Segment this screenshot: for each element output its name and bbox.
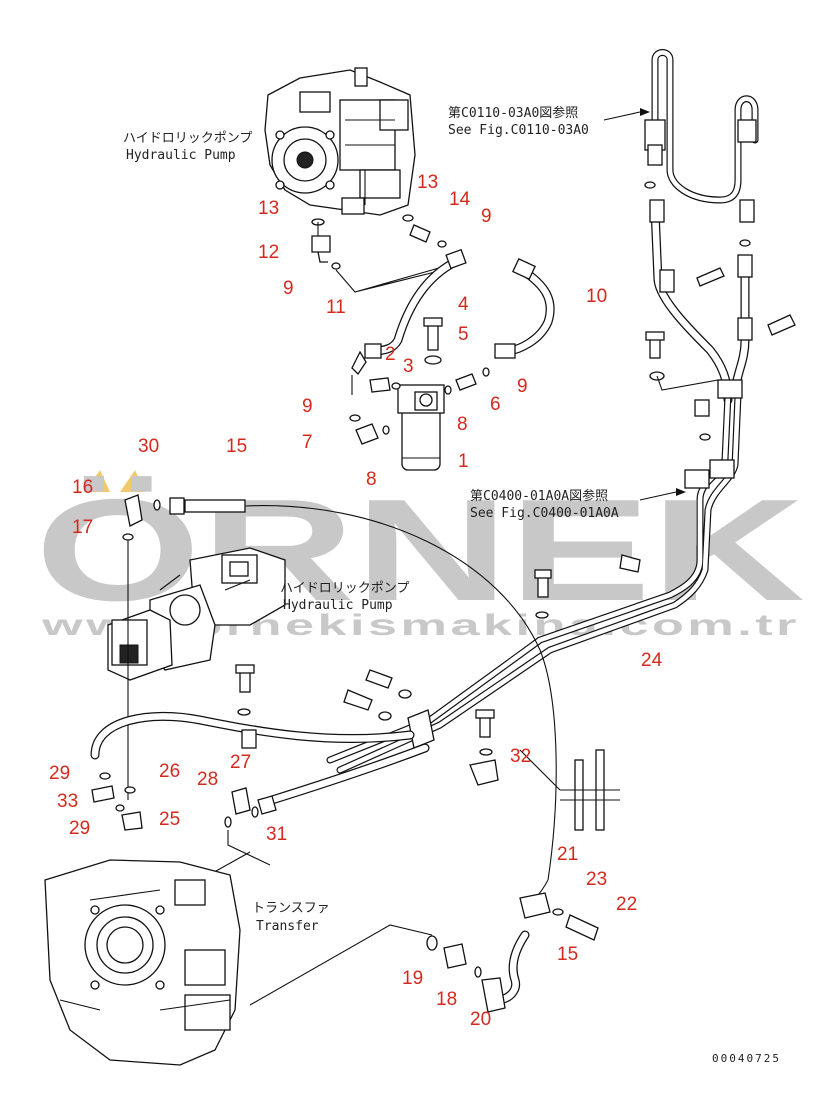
- callout-7: 7: [302, 432, 313, 453]
- callout-33: 33: [57, 791, 78, 812]
- callout-8b: 8: [366, 469, 377, 490]
- pump-mid-label-jp: ハイドロリックポンプ: [280, 581, 409, 596]
- ref-label-2-jp: 第C0400-01A0A図参照: [470, 488, 608, 504]
- hose-10-11: [351, 248, 555, 395]
- drawing-code: 00040725: [712, 1052, 781, 1065]
- pipes-right: [235, 49, 796, 786]
- callout-29a: 29: [49, 763, 70, 784]
- callout-21: 21: [557, 844, 578, 865]
- leader-right: [656, 375, 719, 391]
- callout-11: 11: [326, 297, 346, 318]
- callout-8a: 8: [457, 414, 468, 435]
- watermark-accent-right: [120, 470, 145, 492]
- callout-2: 2: [385, 344, 396, 365]
- callout-24: 24: [641, 650, 663, 671]
- callout-13a: 13: [258, 198, 279, 219]
- callout-5: 5: [458, 324, 469, 345]
- leader-lines-top: [317, 222, 461, 293]
- ref-label-2-en: See Fig.C0400-01A0A: [470, 506, 619, 521]
- pump-top-label-en: Hydraulic Pump: [126, 148, 236, 163]
- hose-left: [90, 711, 430, 881]
- pump-mid-label-en: Hydraulic Pump: [283, 598, 393, 613]
- callout-3: 3: [403, 356, 414, 377]
- watermark-accent-left: [85, 470, 110, 492]
- callout-31: 31: [266, 824, 287, 845]
- callout-17: 17: [72, 517, 93, 538]
- hose-15-bottom: [249, 879, 599, 1013]
- callout-12: 12: [258, 242, 279, 263]
- callout-20: 20: [470, 1009, 491, 1030]
- callout-9a: 9: [481, 206, 492, 227]
- clamp-bracket: [519, 749, 620, 831]
- hydraulic-pump-middle: [107, 547, 286, 681]
- ref-label-1-jp: 第C0110-03A0図参照: [448, 105, 578, 121]
- transfer-label-jp: トランスファ: [252, 901, 330, 916]
- callout-23: 23: [586, 869, 607, 890]
- hydraulic-pump-top: [264, 67, 416, 216]
- callout-18: 18: [436, 989, 457, 1010]
- callout-16: 16: [72, 477, 93, 498]
- callout-10: 10: [586, 286, 607, 307]
- callout-28: 28: [197, 769, 218, 790]
- ref-arrows: [603, 108, 686, 501]
- callout-27: 27: [230, 752, 251, 773]
- callout-26: 26: [159, 761, 180, 782]
- transfer-label-en: Transfer: [256, 919, 319, 934]
- callout-9d: 9: [517, 376, 528, 397]
- callouts: 1 2 3 4 5 6 7 8 8 9 9 9 9 10 11 12 13 13…: [49, 172, 663, 1030]
- callout-25: 25: [159, 809, 180, 830]
- pump-top-label-jp: ハイドロリックポンプ: [123, 131, 252, 146]
- callout-9c: 9: [302, 396, 313, 417]
- callout-22: 22: [616, 894, 637, 915]
- callout-14: 14: [449, 189, 471, 210]
- callout-6: 6: [490, 394, 501, 415]
- callout-4: 4: [458, 294, 469, 315]
- callout-15a: 15: [226, 436, 247, 457]
- callout-19: 19: [402, 968, 423, 989]
- callout-13b: 13: [417, 172, 438, 193]
- hose-15-line: [122, 494, 557, 881]
- callout-1: 1: [458, 451, 469, 472]
- callout-32: 32: [510, 746, 531, 767]
- callout-30: 30: [138, 436, 159, 457]
- fittings-top: [311, 214, 447, 270]
- callout-15b: 15: [557, 944, 578, 965]
- callout-29b: 29: [69, 818, 90, 839]
- transfer-case: [44, 859, 241, 1066]
- filter-assembly: [349, 317, 490, 471]
- ref-label-1-en: See Fig.C0110-03A0: [448, 123, 589, 138]
- callout-9b: 9: [283, 278, 294, 299]
